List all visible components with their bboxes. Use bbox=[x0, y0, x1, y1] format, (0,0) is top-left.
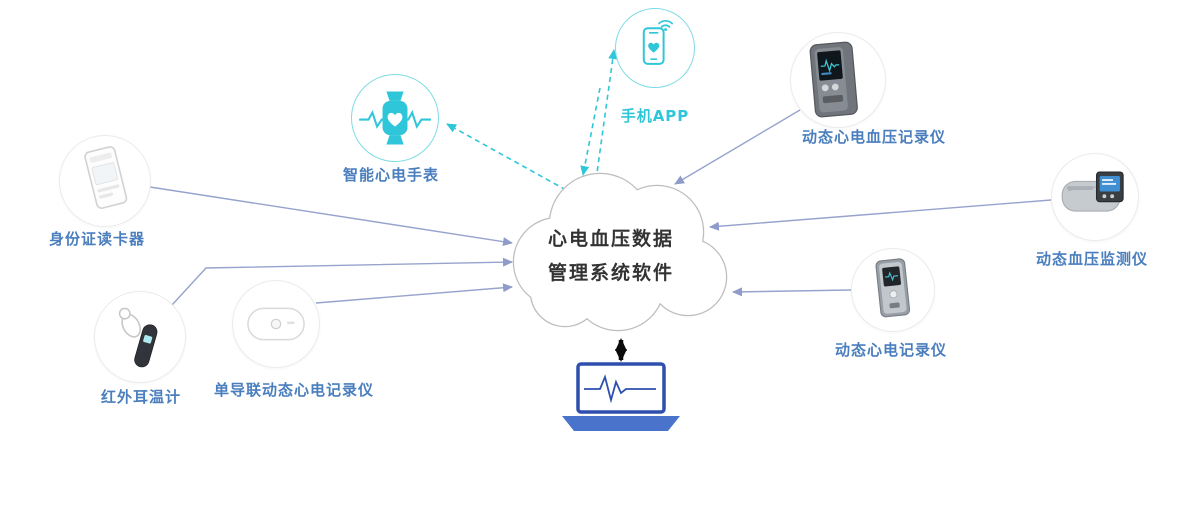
bp-monitor-node bbox=[1051, 153, 1139, 241]
bp-cuff-monitor-icon bbox=[1061, 171, 1124, 212]
smartphone-app-icon bbox=[642, 19, 673, 65]
bp-monitor-label: 动态血压监测仪 bbox=[1035, 250, 1149, 268]
thermometer-node bbox=[94, 291, 186, 383]
ecg-patch-icon bbox=[247, 307, 305, 341]
connector-thermometer-cloud bbox=[171, 257, 513, 306]
connector-card-reader-cloud bbox=[149, 186, 513, 247]
watch-node bbox=[351, 74, 439, 162]
cloud-shape bbox=[512, 172, 728, 332]
watch-label: 智能心电手表 bbox=[342, 166, 440, 184]
ecg-patch-label: 单导联动态心电记录仪 bbox=[213, 381, 375, 399]
ecg-bp-recorder-icon bbox=[809, 41, 858, 118]
holter-label: 动态心电记录仪 bbox=[834, 341, 948, 359]
phone-label: 手机APP bbox=[620, 107, 690, 125]
connector-phone-cloud-dashed bbox=[580, 87, 601, 176]
thermometer-label: 红外耳温计 bbox=[100, 388, 182, 406]
holter-recorder-icon bbox=[875, 258, 911, 318]
cloud-title-line2: 管理系统软件 bbox=[548, 262, 675, 284]
laptop-icon bbox=[562, 362, 680, 431]
holter-node bbox=[851, 248, 935, 332]
connector-cloud-watch-dashed bbox=[446, 123, 567, 191]
card-reader-icon bbox=[84, 146, 128, 209]
cloud-title: 心电血压数据 管理系统软件 bbox=[548, 222, 708, 290]
ear-thermometer-icon bbox=[118, 307, 158, 368]
connector-holter-cloud bbox=[732, 287, 852, 297]
recorder-node bbox=[790, 32, 886, 128]
phone-node bbox=[615, 8, 695, 88]
card-reader-node bbox=[59, 135, 151, 227]
recorder-label: 动态心电血压记录仪 bbox=[801, 128, 947, 146]
connector-ecg-patch-cloud bbox=[315, 283, 513, 304]
smartwatch-ecg-icon bbox=[359, 91, 431, 145]
ecg-patch-node bbox=[232, 280, 320, 368]
connector-cloud-phone-dashed bbox=[595, 49, 618, 181]
connector-bp-monitor-cloud bbox=[709, 199, 1052, 231]
card-reader-label: 身份证读卡器 bbox=[48, 230, 146, 248]
connector-recorder-cloud bbox=[674, 109, 801, 185]
cloud-title-line1: 心电血压数据 bbox=[548, 228, 675, 250]
